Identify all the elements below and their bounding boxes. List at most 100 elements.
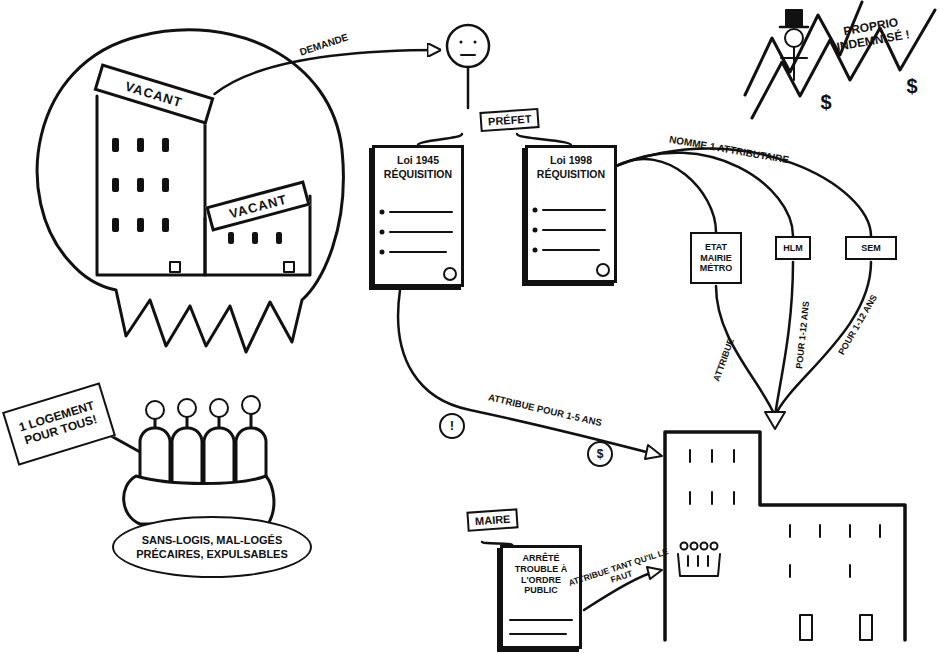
attributaire-box: HLM xyxy=(775,236,811,260)
person-head xyxy=(242,396,260,414)
connector xyxy=(482,542,512,545)
target-building xyxy=(665,432,905,640)
connector xyxy=(617,149,871,236)
node-text: HLM xyxy=(783,243,803,253)
windows xyxy=(678,450,880,640)
node-text: SANS-LOGIS, MAL-LOGÉS PRÉCAIRES, EXPULSA… xyxy=(128,533,296,562)
window xyxy=(276,232,282,244)
attributaire-box: SEM xyxy=(845,236,897,260)
window xyxy=(162,178,169,192)
prefect-head xyxy=(447,25,489,67)
node-text: VACANT xyxy=(227,191,288,221)
node-text: ETAT MAIRIE MÉTRO xyxy=(693,242,739,273)
annotation-label: $ xyxy=(906,74,917,98)
protest-sign: 1 LOGEMENT POUR TOUS! xyxy=(2,382,116,465)
text-line xyxy=(543,209,605,211)
bullet xyxy=(534,209,537,212)
mouth xyxy=(461,54,475,56)
lightning-zigzag xyxy=(752,10,935,118)
node-text: MAIRE xyxy=(466,508,519,532)
window xyxy=(711,492,713,504)
group-bubble: SANS-LOGIS, MAL-LOGÉS PRÉCAIRES, EXPULSA… xyxy=(112,516,312,578)
annotation-label: POUR 1-12 ANS xyxy=(794,301,812,369)
connector xyxy=(617,153,793,236)
eye xyxy=(460,41,463,44)
law-document: Loi 1998 RÉQUISITION xyxy=(525,145,617,283)
person-head xyxy=(146,401,164,419)
law-document: Loi 1945 RÉQUISITION xyxy=(372,145,464,287)
window xyxy=(252,232,258,244)
window xyxy=(733,450,735,462)
occupant xyxy=(711,543,718,550)
attribution-arrow xyxy=(398,290,658,455)
decree-document: ARRÊTÉ TROUBLE À L'ORDRE PUBLIC xyxy=(500,545,582,649)
annotation-label: ! xyxy=(450,418,454,434)
connector xyxy=(215,50,440,94)
occupant xyxy=(701,543,708,550)
windows xyxy=(112,138,282,244)
arrow-head xyxy=(645,445,662,459)
bullet xyxy=(381,211,384,214)
owner-head xyxy=(785,29,803,47)
window xyxy=(137,178,144,192)
attributaire-box: ETAT MAIRIE MÉTRO xyxy=(690,232,742,284)
bullet xyxy=(534,249,537,252)
window xyxy=(819,525,821,537)
text-line xyxy=(543,229,605,231)
callout-circle xyxy=(440,414,464,438)
window xyxy=(789,525,791,537)
connector xyxy=(418,134,462,145)
window xyxy=(849,525,851,537)
door xyxy=(860,615,872,640)
owner-arms xyxy=(781,57,807,59)
top-hat xyxy=(786,10,802,26)
vacant-banner: VACANT xyxy=(93,63,214,124)
text-line xyxy=(510,619,572,621)
door xyxy=(284,262,294,272)
text-line xyxy=(510,633,566,635)
window xyxy=(689,450,691,462)
annotation-label: PROPRIO INDEMNISÉ ! xyxy=(820,11,923,57)
edge-label: NOMME 1 ATTRIBUTAIRE xyxy=(668,133,790,166)
connector xyxy=(617,159,716,232)
node-text: SEM xyxy=(861,243,881,253)
text-line xyxy=(543,249,599,251)
occupant-fist xyxy=(678,554,720,576)
stamp xyxy=(444,268,456,280)
door xyxy=(800,615,812,640)
window xyxy=(112,138,119,152)
edge-label: DEMANDE xyxy=(298,31,350,58)
bullet xyxy=(381,251,384,254)
callout-circle xyxy=(588,442,612,466)
window xyxy=(849,565,851,577)
window xyxy=(879,525,881,537)
hat-brim xyxy=(780,26,808,29)
window xyxy=(162,138,169,152)
text-line xyxy=(390,251,446,253)
illustration-group xyxy=(37,2,935,640)
person-head xyxy=(210,399,228,417)
window xyxy=(789,565,791,577)
bullet xyxy=(534,229,537,232)
text-line xyxy=(390,231,452,233)
window xyxy=(162,218,169,232)
occupant xyxy=(681,543,688,550)
annotation-label: POUR 1-12 ANS xyxy=(836,293,879,357)
person-head xyxy=(178,399,196,417)
vacant-building xyxy=(97,96,205,275)
node-text: VACANT xyxy=(123,78,184,110)
annotation-label: $ xyxy=(597,447,604,461)
door xyxy=(170,262,180,272)
document-lines xyxy=(381,209,610,635)
window xyxy=(137,218,144,232)
window xyxy=(711,450,713,462)
node-text: Loi 1945 RÉQUISITION xyxy=(379,154,457,181)
node-text: ARRÊTÉ TROUBLE À L'ORDRE PUBLIC xyxy=(507,553,575,596)
thought-bubble xyxy=(37,30,343,352)
annotation-label: $ xyxy=(820,90,831,114)
window xyxy=(228,232,234,244)
window xyxy=(112,218,119,232)
node-text: Loi 1998 RÉQUISITION xyxy=(532,154,610,181)
window xyxy=(137,138,144,152)
